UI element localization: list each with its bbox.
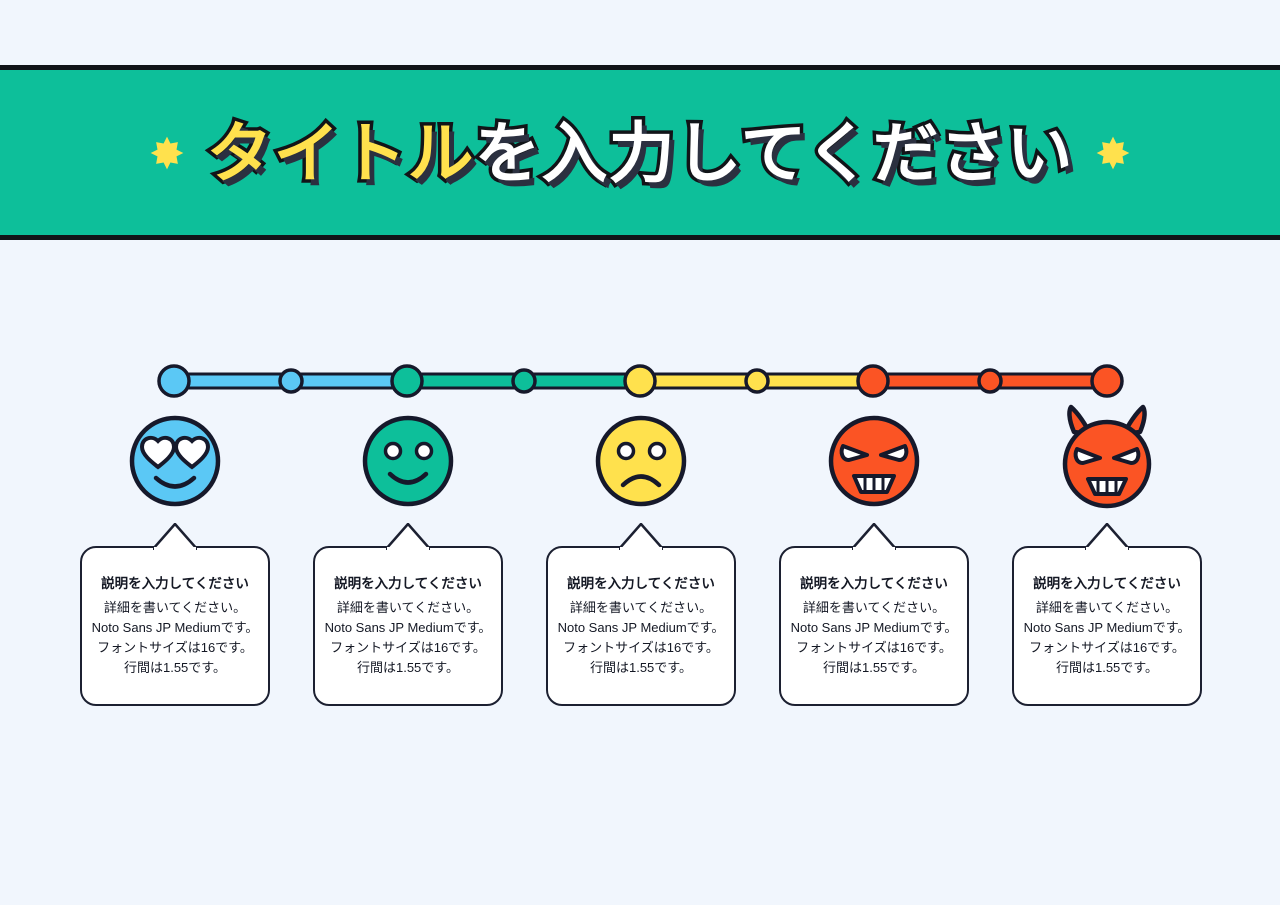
bubble-line: Noto Sans JP Mediumです。 — [91, 619, 259, 635]
bubble-line: フォントサイズは16です。 — [1029, 639, 1185, 655]
bubble-title: 説明を入力してください — [334, 575, 482, 591]
bubble-tail-icon — [153, 523, 197, 550]
description-bubble-1[interactable]: 説明を入力してください詳細を書いてください。 Noto Sans JP Mediu… — [80, 523, 270, 706]
timeline-node-2-large[interactable] — [390, 364, 424, 398]
timeline-node-5-large[interactable] — [1090, 364, 1124, 398]
face-slot-1 — [110, 404, 240, 519]
description-bubble-3[interactable]: 説明を入力してください詳細を書いてください。 Noto Sans JP Mediu… — [546, 523, 736, 706]
page-title-accent: タイトル — [203, 115, 477, 190]
heart-eyes-face-icon — [129, 415, 221, 507]
bubble-line: フォントサイズは16です。 — [330, 639, 486, 655]
bubble-line: 行間は1.55です。 — [123, 660, 226, 676]
bubble-line: フォントサイズは16です。 — [796, 639, 952, 655]
bubble-line: 行間は1.55です。 — [589, 660, 692, 676]
bubble-line: フォントサイズは16です。 — [563, 639, 719, 655]
sparkle-icon-right — [1096, 136, 1129, 169]
bubble-line: Noto Sans JP Mediumです。 — [1023, 619, 1191, 635]
bubble-line: 詳細を書いてください。 — [802, 599, 946, 615]
description-bubble-row: 説明を入力してください詳細を書いてください。Noto Sans JP Mediu… — [0, 523, 1280, 715]
bubble-line: 詳細を書いてください。 — [336, 599, 480, 615]
header-banner: タイトルを入力してください — [0, 65, 1280, 240]
bubble-line: Noto Sans JP Mediumです。 — [324, 619, 492, 635]
description-bubble-5[interactable]: 説明を入力してください詳細を書いてください。 Noto Sans JP Mediu… — [1012, 523, 1202, 706]
bubble-title: 説明を入力してください — [101, 575, 249, 591]
page-title: タイトルを入力してください — [203, 116, 1076, 189]
bubble-line: 詳細を書いてください。 — [103, 599, 247, 615]
angry-face-icon — [828, 415, 920, 507]
title-row: タイトルを入力してください — [150, 116, 1129, 189]
bubble-line: 詳細を書いてください。 — [569, 599, 713, 615]
timeline-node-2-small[interactable] — [511, 368, 537, 394]
timeline-svg — [157, 364, 1124, 398]
bubble-tail-icon — [386, 523, 430, 550]
description-bubble-4[interactable]: 説明を入力してください詳細を書いてください。 Noto Sans JP Mediu… — [779, 523, 969, 706]
timeline-node-3-small[interactable] — [744, 368, 770, 394]
face-slot-4 — [809, 404, 939, 519]
face-slot-2 — [343, 404, 473, 519]
smiling-face-icon — [362, 415, 454, 507]
timeline-node-4-small[interactable] — [977, 368, 1003, 394]
emoji-face-row — [0, 404, 1280, 519]
bubble-line: 行間は1.55です。 — [1055, 660, 1158, 676]
timeline-node-1-large[interactable] — [157, 364, 191, 398]
frowning-face-icon — [595, 415, 687, 507]
bubble-line: Noto Sans JP Mediumです。 — [790, 619, 958, 635]
timeline-node-4-large[interactable] — [856, 364, 890, 398]
bubble-line: 行間は1.55です。 — [356, 660, 459, 676]
page-title-rest: を入力してください — [471, 115, 1076, 190]
timeline-node-1-small[interactable] — [278, 368, 304, 394]
devil-face-icon — [1062, 404, 1152, 509]
bubble-line: フォントサイズは16です。 — [97, 639, 253, 655]
timeline-nodes — [157, 364, 1124, 398]
bubble-tail-icon — [1085, 523, 1129, 550]
timeline-node-3-large[interactable] — [623, 364, 657, 398]
bubble-title: 説明を入力してください — [1033, 575, 1181, 591]
description-bubble-2[interactable]: 説明を入力してください詳細を書いてください。 Noto Sans JP Mediu… — [313, 523, 503, 706]
bubble-tail-icon — [852, 523, 896, 550]
face-slot-3 — [576, 404, 706, 519]
bubble-line: 詳細を書いてください。 — [1035, 599, 1179, 615]
timeline — [0, 358, 1280, 404]
bubble-title: 説明を入力してください — [800, 575, 948, 591]
bubble-line: Noto Sans JP Mediumです。 — [557, 619, 725, 635]
bubble-tail-icon — [619, 523, 663, 550]
sparkle-icon-left — [151, 136, 184, 169]
bubble-title: 説明を入力してください — [567, 575, 715, 591]
face-slot-5 — [1042, 404, 1172, 519]
bubble-line: 行間は1.55です。 — [822, 660, 925, 676]
